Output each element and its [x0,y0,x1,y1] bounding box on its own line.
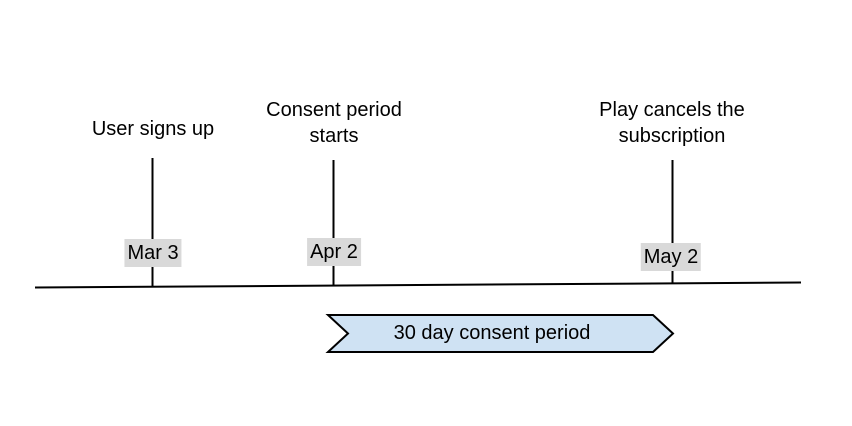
date-label-apr-2: Apr 2 [307,238,361,266]
consent-period-banner-label: 30 day consent period [393,322,591,344]
event-title-play-cancels-subscription: Play cancels the subscription [599,99,745,147]
consent-period-banner-shape [325,314,675,353]
event-title-user-signs-up: User signs up [91,118,215,140]
event-title-consent-period-starts: Consent period starts [266,99,402,147]
timeline-axis [34,281,802,289]
date-label-may-2: May 2 [640,243,702,271]
date-label-mar-3: Mar 3 [124,239,182,267]
